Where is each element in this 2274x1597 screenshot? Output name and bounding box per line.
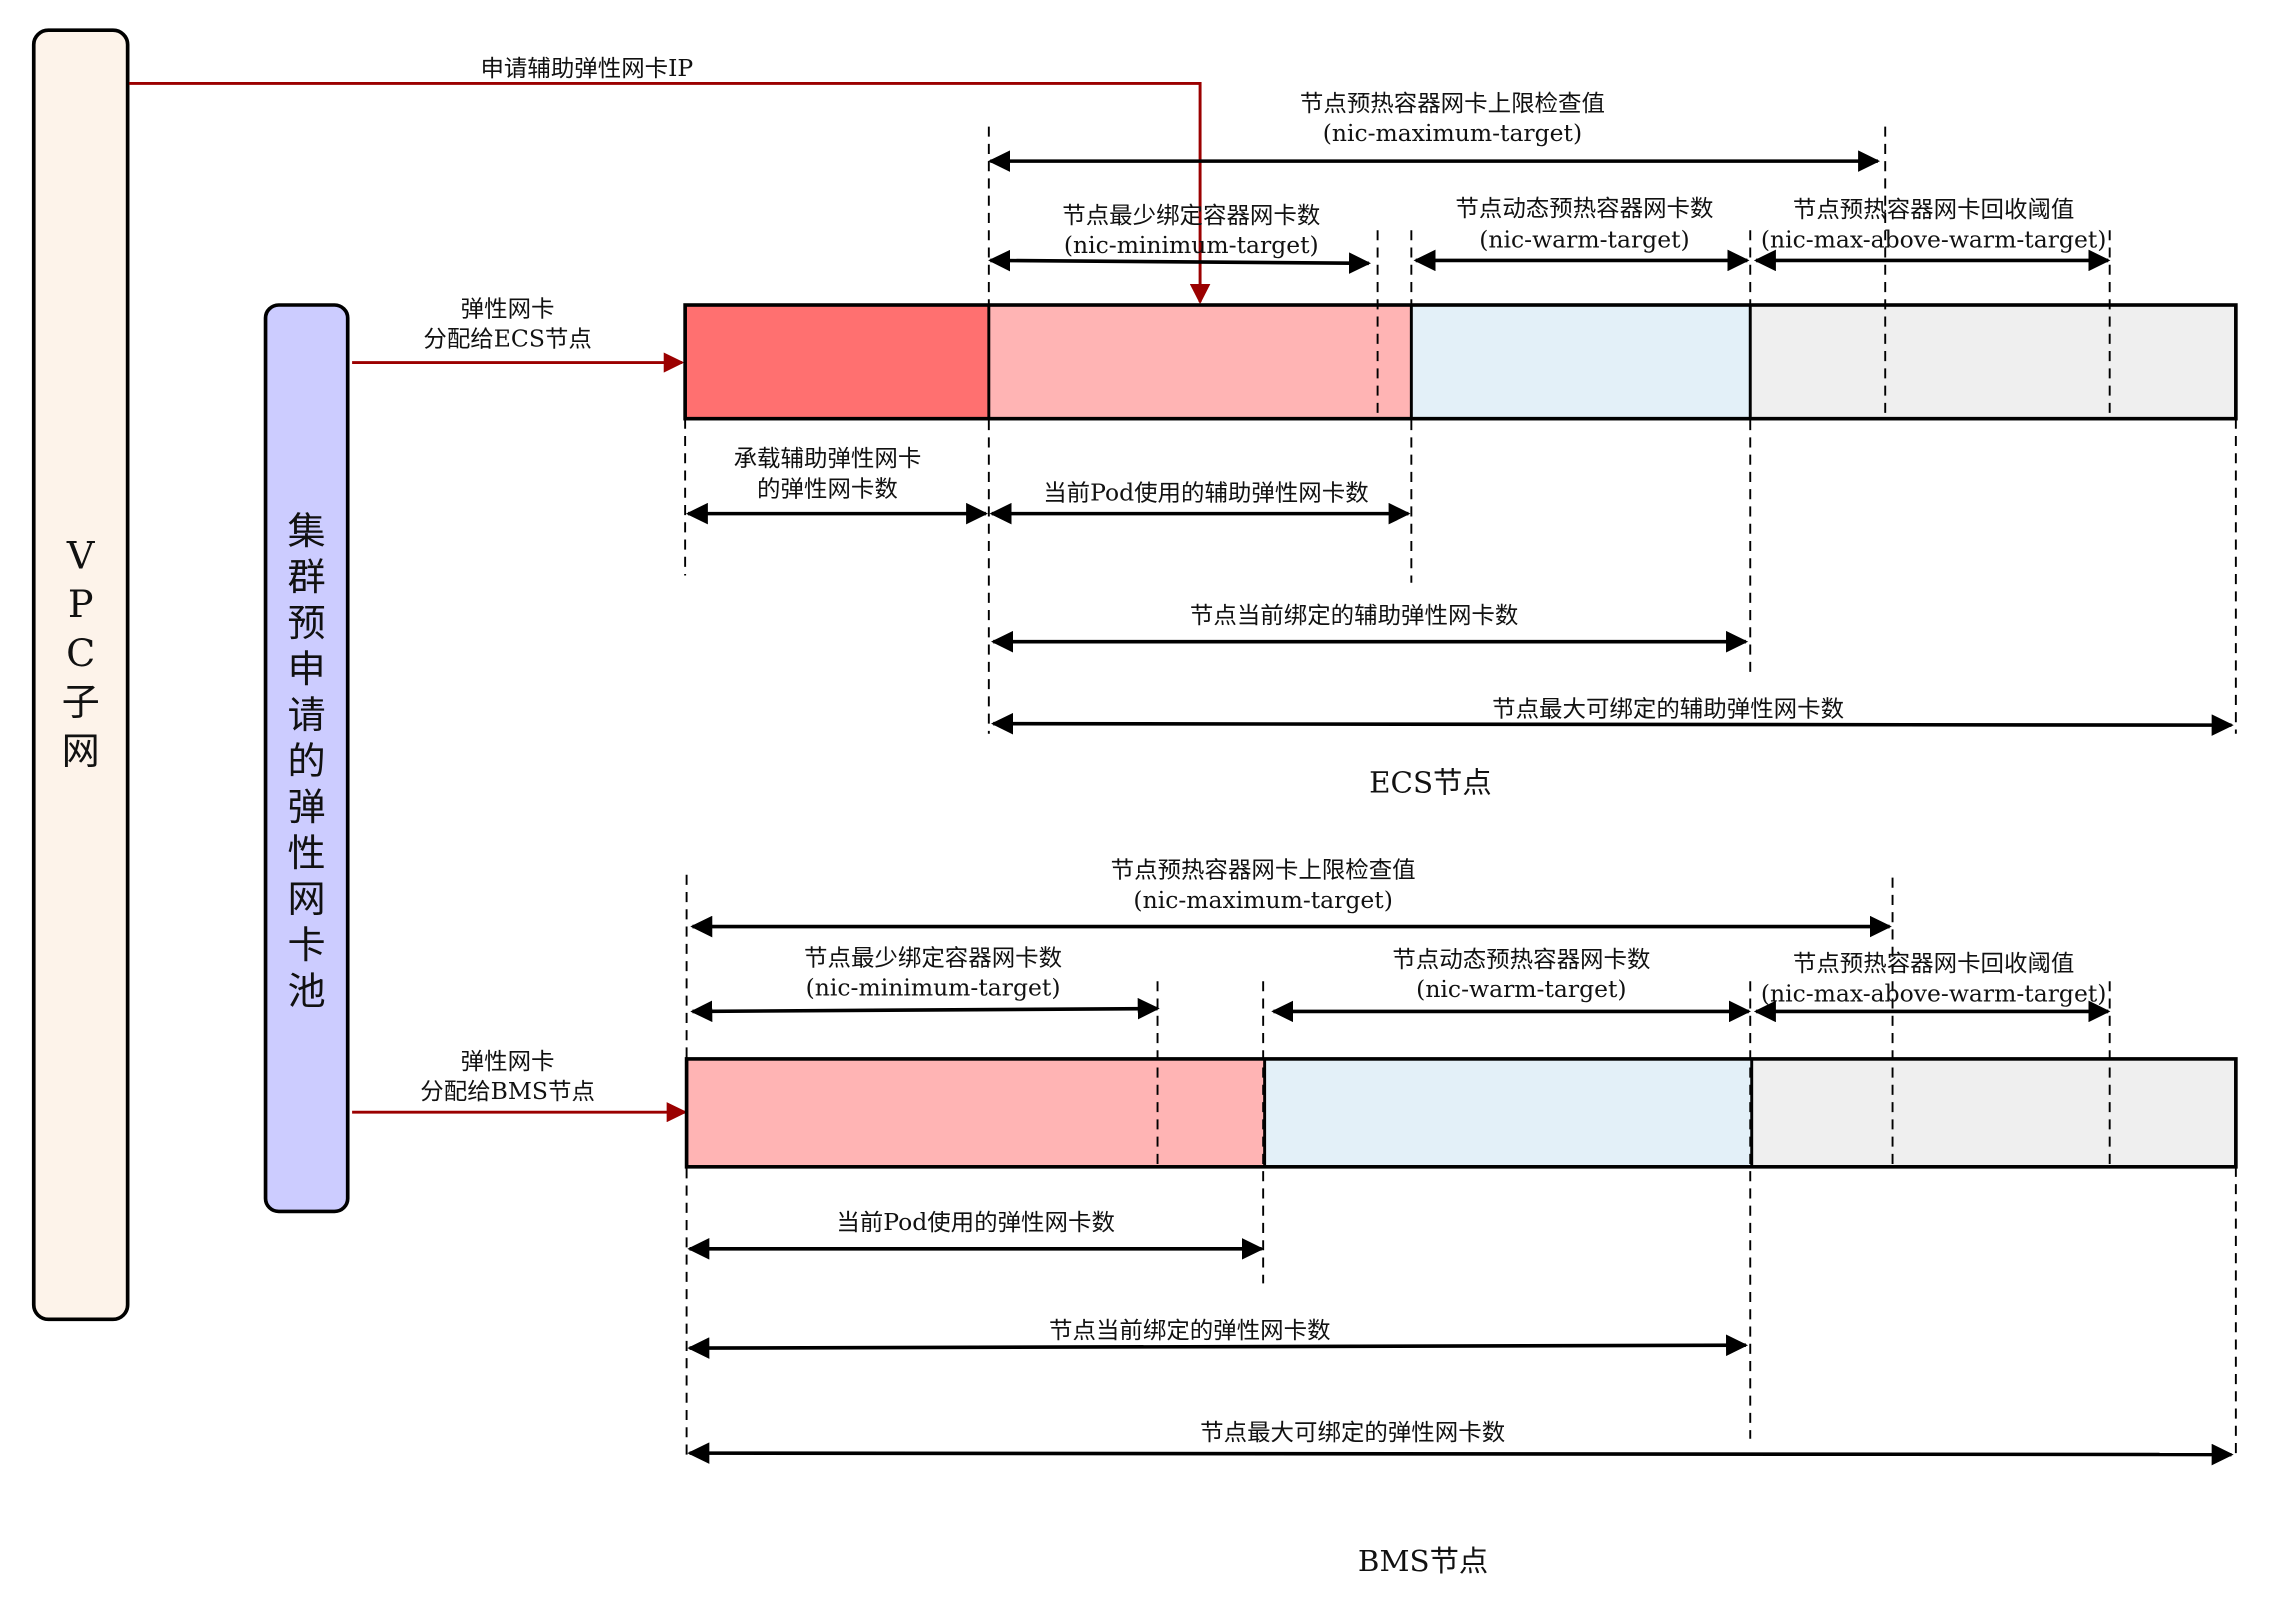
bms-maximum-target-param: (nic-maximum-target) bbox=[1133, 887, 1392, 914]
pool-text-char: 请 bbox=[288, 693, 326, 737]
bms-maximum-target-label: 节点预热容器网卡上限检查值 bbox=[1111, 857, 1416, 884]
pool-text-char: 申 bbox=[288, 647, 326, 691]
pool-text-char: 池 bbox=[288, 970, 326, 1014]
pool-text-char: 弹 bbox=[288, 785, 326, 829]
ecs-carrier-eni-label-2: 的弹性网卡数 bbox=[757, 476, 898, 503]
bms-eni-bar bbox=[684, 1057, 2238, 1169]
bms-assign-label-1: 弹性网卡 bbox=[461, 1048, 555, 1075]
bms-max-bindable-span bbox=[687, 1442, 2234, 1466]
ecs-carrier-eni-label-1: 承载辅助弹性网卡 bbox=[734, 445, 922, 472]
ecs-max-above-warm-label: 节点预热容器网卡回收阈值 bbox=[1793, 196, 2075, 223]
ecs-maximum-target-label: 节点预热容器网卡上限检查值 bbox=[1300, 90, 1605, 117]
ecs-max-bindable-span bbox=[991, 712, 2234, 736]
bms-minimum-target-param: (nic-minimum-target) bbox=[806, 975, 1061, 1002]
bms-node-section: 节点预热容器网卡上限检查值 (nic-maximum-target) 节点最少绑… bbox=[684, 857, 2238, 1578]
bms-minimum-target-span bbox=[690, 997, 1160, 1023]
ecs-segment-warm bbox=[1411, 305, 1751, 419]
bms-segment-warm bbox=[1264, 1058, 1752, 1167]
ecs-assign-label-2: 分配给ECS节点 bbox=[423, 326, 591, 353]
bms-node-title: BMS节点 bbox=[1358, 1544, 1488, 1578]
ecs-warm-target-param: (nic-warm-target) bbox=[1479, 227, 1689, 254]
pool-text-char: 卡 bbox=[288, 924, 326, 968]
bms-max-bindable-label: 节点最大可绑定的弹性网卡数 bbox=[1200, 1419, 1505, 1446]
pool-text-char: 集 bbox=[288, 509, 326, 553]
ecs-maximum-target-param: (nic-maximum-target) bbox=[1323, 120, 1582, 147]
bms-assign-label-2: 分配给BMS节点 bbox=[420, 1078, 595, 1105]
request-ip-label: 申请辅助弹性网卡IP bbox=[480, 55, 693, 82]
bms-segment-minimum bbox=[686, 1058, 1265, 1167]
vpc-text-char: 网 bbox=[62, 729, 100, 773]
ecs-max-above-warm-param: (nic-max-above-warm-target) bbox=[1761, 227, 2107, 254]
bms-currently-bound-label: 节点当前绑定的弹性网卡数 bbox=[1049, 1317, 1331, 1344]
bms-segment-above-warm bbox=[1751, 1058, 2236, 1167]
ecs-minimum-target-span bbox=[988, 249, 1372, 274]
ecs-node-title: ECS节点 bbox=[1369, 766, 1492, 800]
ecs-warm-target-label: 节点动态预热容器网卡数 bbox=[1455, 195, 1713, 222]
pool-text-char: 的 bbox=[288, 739, 326, 783]
ecs-node-section: 节点预热容器网卡上限检查值 (nic-maximum-target) 节点最少绑… bbox=[683, 90, 2238, 800]
ecs-assign-label-1: 弹性网卡 bbox=[461, 296, 555, 323]
ecs-segment-minimum bbox=[988, 305, 1412, 419]
vpc-text-char: 子 bbox=[62, 680, 100, 724]
ecs-max-bindable-label: 节点最大可绑定的辅助弹性网卡数 bbox=[1492, 696, 1844, 723]
bms-minimum-target-label: 节点最少绑定容器网卡数 bbox=[804, 945, 1062, 972]
ecs-eni-bar bbox=[683, 303, 2238, 421]
bms-max-above-warm-label: 节点预热容器网卡回收阈值 bbox=[1793, 950, 2075, 977]
ecs-segment-carrier-eni bbox=[685, 305, 989, 419]
ecs-pod-used-label: 当前Pod使用的辅助弹性网卡数 bbox=[1043, 480, 1369, 507]
vpc-text-char: V bbox=[66, 534, 95, 578]
ecs-minimum-target-label: 节点最少绑定容器网卡数 bbox=[1062, 202, 1320, 229]
bms-max-above-warm-param: (nic-max-above-warm-target) bbox=[1761, 981, 2107, 1008]
bms-assign-flow: 弹性网卡 分配给BMS节点 bbox=[352, 1048, 688, 1123]
pool-text-char: 群 bbox=[288, 555, 326, 599]
ecs-minimum-target-param: (nic-minimum-target) bbox=[1064, 232, 1319, 259]
bms-pod-used-label: 当前Pod使用的弹性网卡数 bbox=[836, 1209, 1115, 1236]
pool-text-char: 预 bbox=[288, 601, 326, 645]
ecs-segment-above-warm bbox=[1750, 305, 2236, 419]
pool-text-char: 性 bbox=[288, 831, 326, 875]
vpc-text-char: C bbox=[66, 631, 95, 675]
vpc-text-char: P bbox=[68, 583, 94, 627]
pool-text-char: 网 bbox=[288, 878, 326, 922]
ecs-assign-flow: 弹性网卡 分配给ECS节点 bbox=[352, 296, 685, 373]
ecs-currently-bound-label: 节点当前绑定的辅助弹性网卡数 bbox=[1190, 602, 1518, 629]
bms-warm-target-param: (nic-warm-target) bbox=[1416, 976, 1626, 1003]
bms-warm-target-label: 节点动态预热容器网卡数 bbox=[1392, 946, 1650, 973]
bms-currently-bound-span bbox=[687, 1334, 1749, 1359]
request-ip-flow: 申请辅助弹性网卡IP bbox=[129, 55, 1211, 305]
